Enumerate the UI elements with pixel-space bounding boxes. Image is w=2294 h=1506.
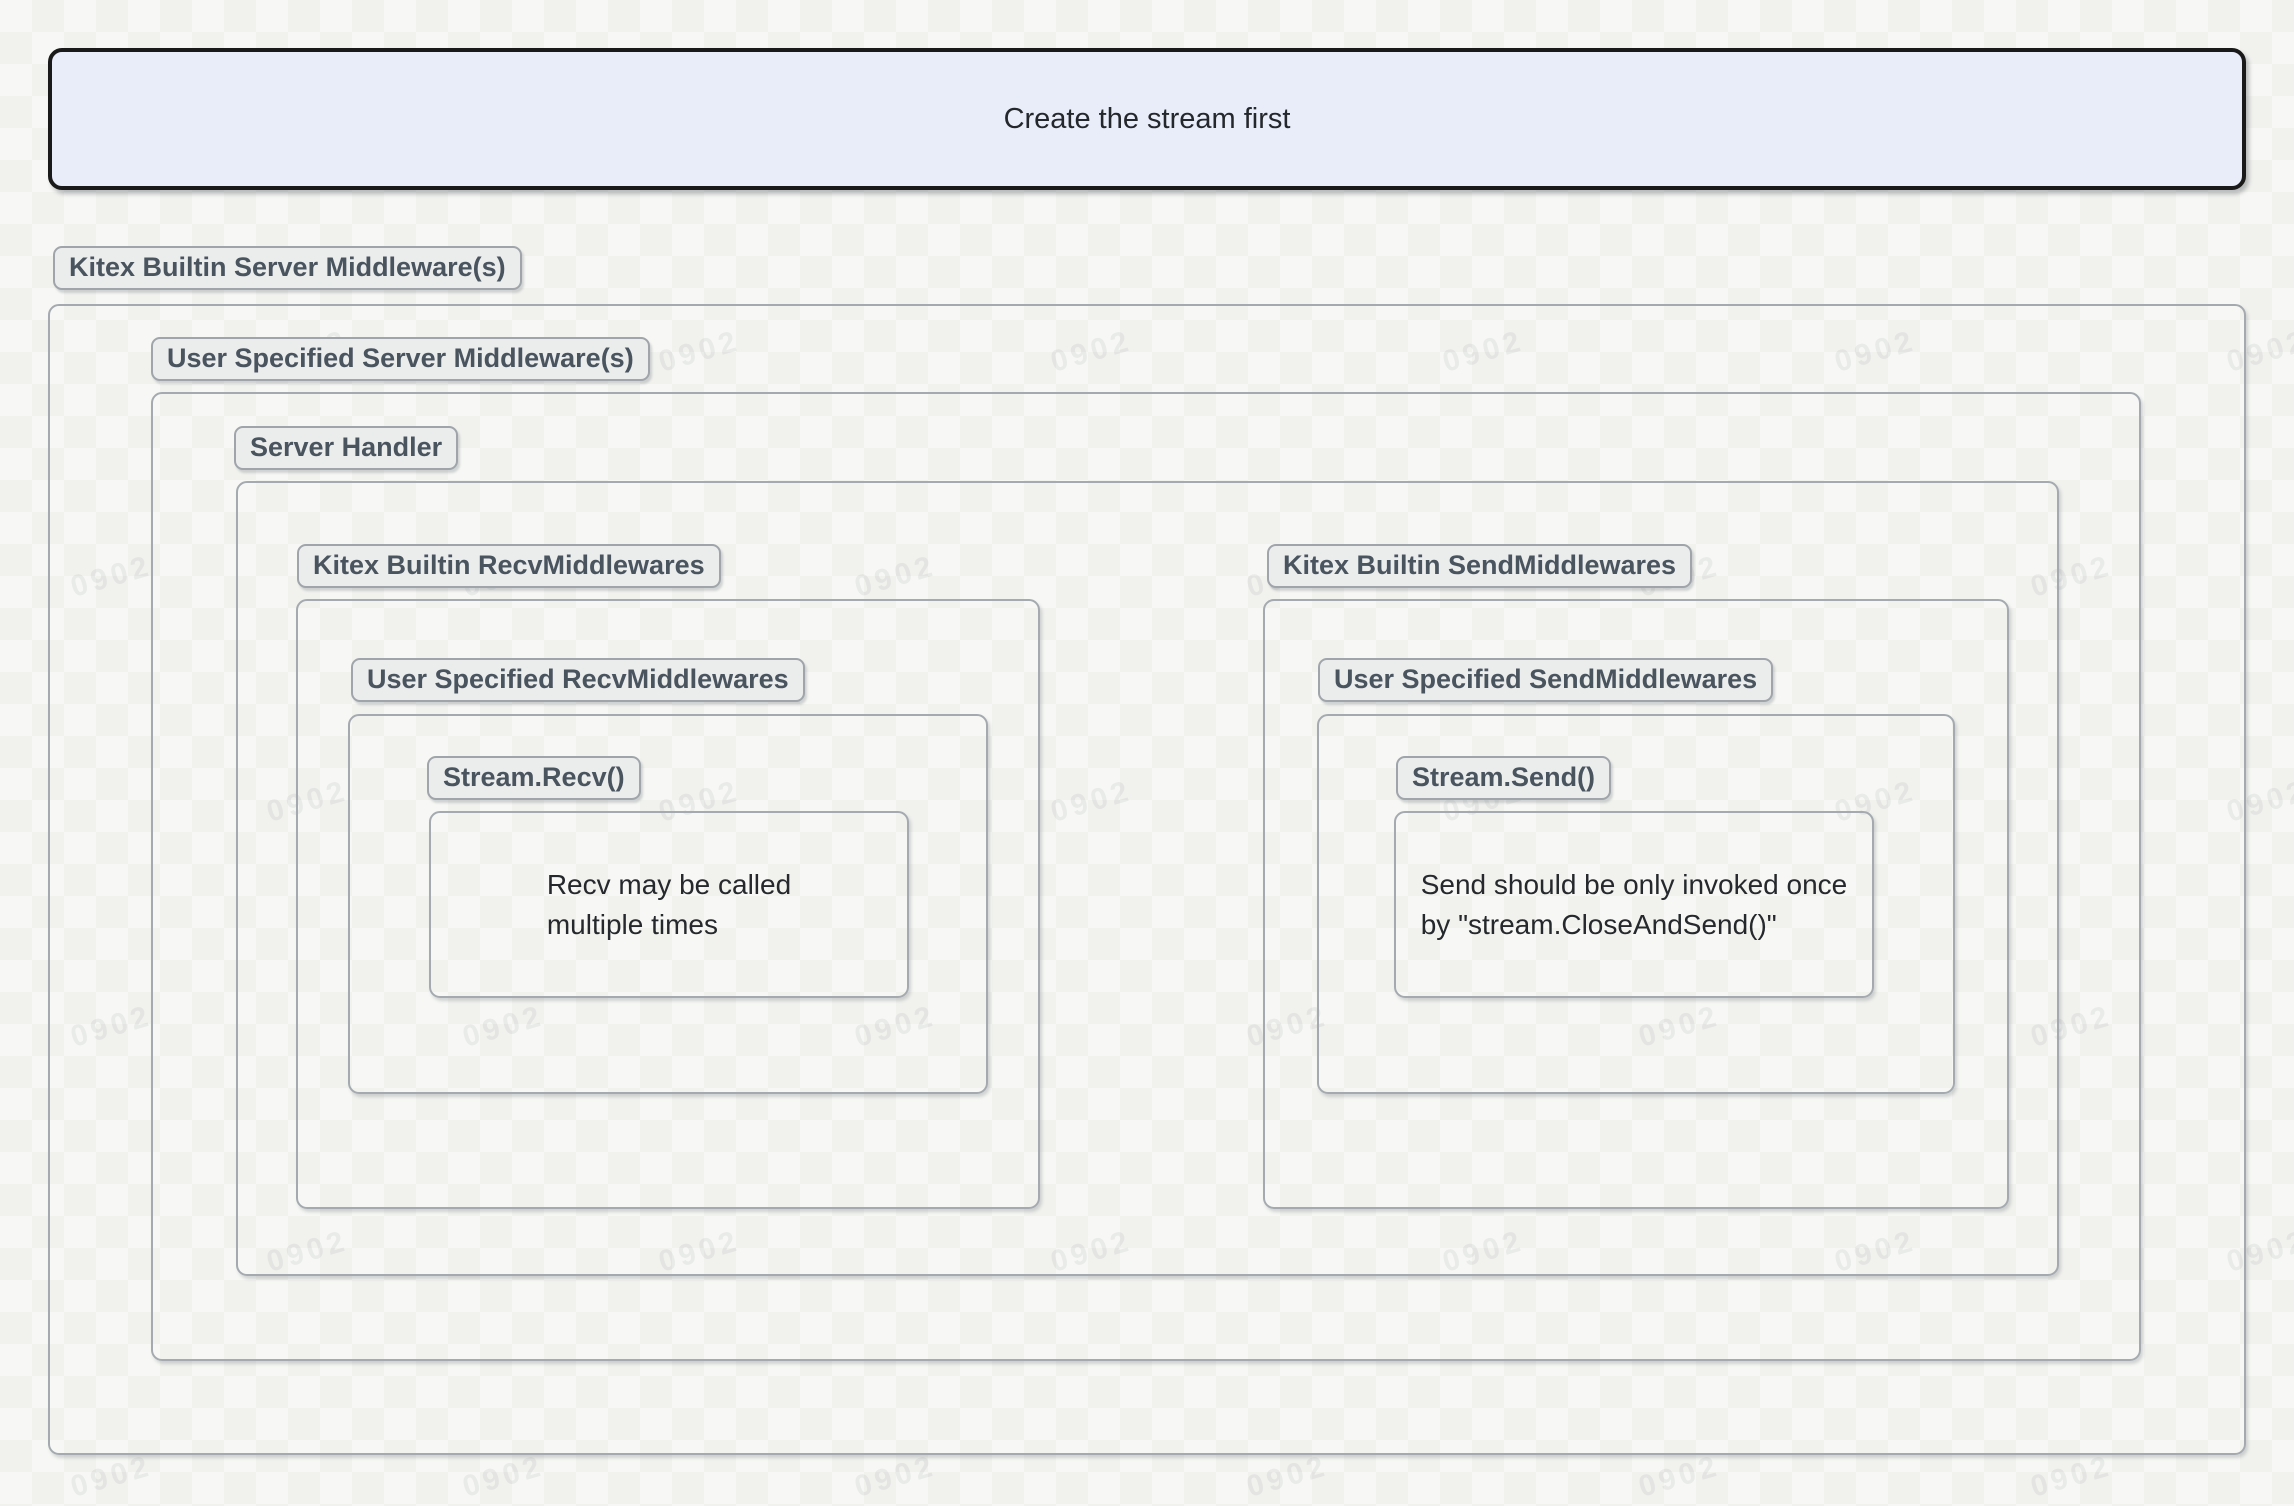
box-user-specified-server-middlewares (151, 392, 2141, 1361)
badge-user-specified-send-middlewares: User Specified SendMiddlewares (1318, 658, 1774, 703)
badge-kitex-builtin-recv-middlewares: Kitex Builtin RecvMiddlewares (297, 544, 721, 589)
note-send-box: Send should be only invoked once by "str… (1394, 811, 1874, 998)
note-recv-text: Recv may be called multiple times (546, 868, 792, 940)
box-kitex-builtin-server-middlewares (48, 304, 2246, 1455)
badge-kitex-builtin-server-middlewares: Kitex Builtin Server Middleware(s) (53, 246, 522, 291)
box-kitex-builtin-send-middlewares (1263, 599, 2009, 1209)
badge-stream-send: Stream.Send() (1396, 756, 1612, 801)
badge-kitex-builtin-send-middlewares: Kitex Builtin SendMiddlewares (1267, 544, 1693, 589)
create-stream-banner-label: Create the stream first (1003, 102, 1291, 135)
note-recv-box: Recv may be called multiple times (429, 811, 909, 998)
badge-user-specified-recv-middlewares: User Specified RecvMiddlewares (351, 658, 805, 703)
box-server-handler (236, 481, 2059, 1276)
note-send-text: Send should be only invoked once by "str… (1420, 868, 1848, 940)
create-stream-banner: Create the stream first (48, 48, 2246, 190)
box-kitex-builtin-recv-middlewares (296, 599, 1040, 1209)
badge-server-handler: Server Handler (234, 426, 459, 471)
box-user-specified-recv-middlewares (348, 714, 988, 1094)
badge-stream-recv: Stream.Recv() (427, 756, 641, 801)
box-user-specified-send-middlewares (1317, 714, 1955, 1094)
badge-user-specified-server-middlewares: User Specified Server Middleware(s) (151, 337, 650, 382)
